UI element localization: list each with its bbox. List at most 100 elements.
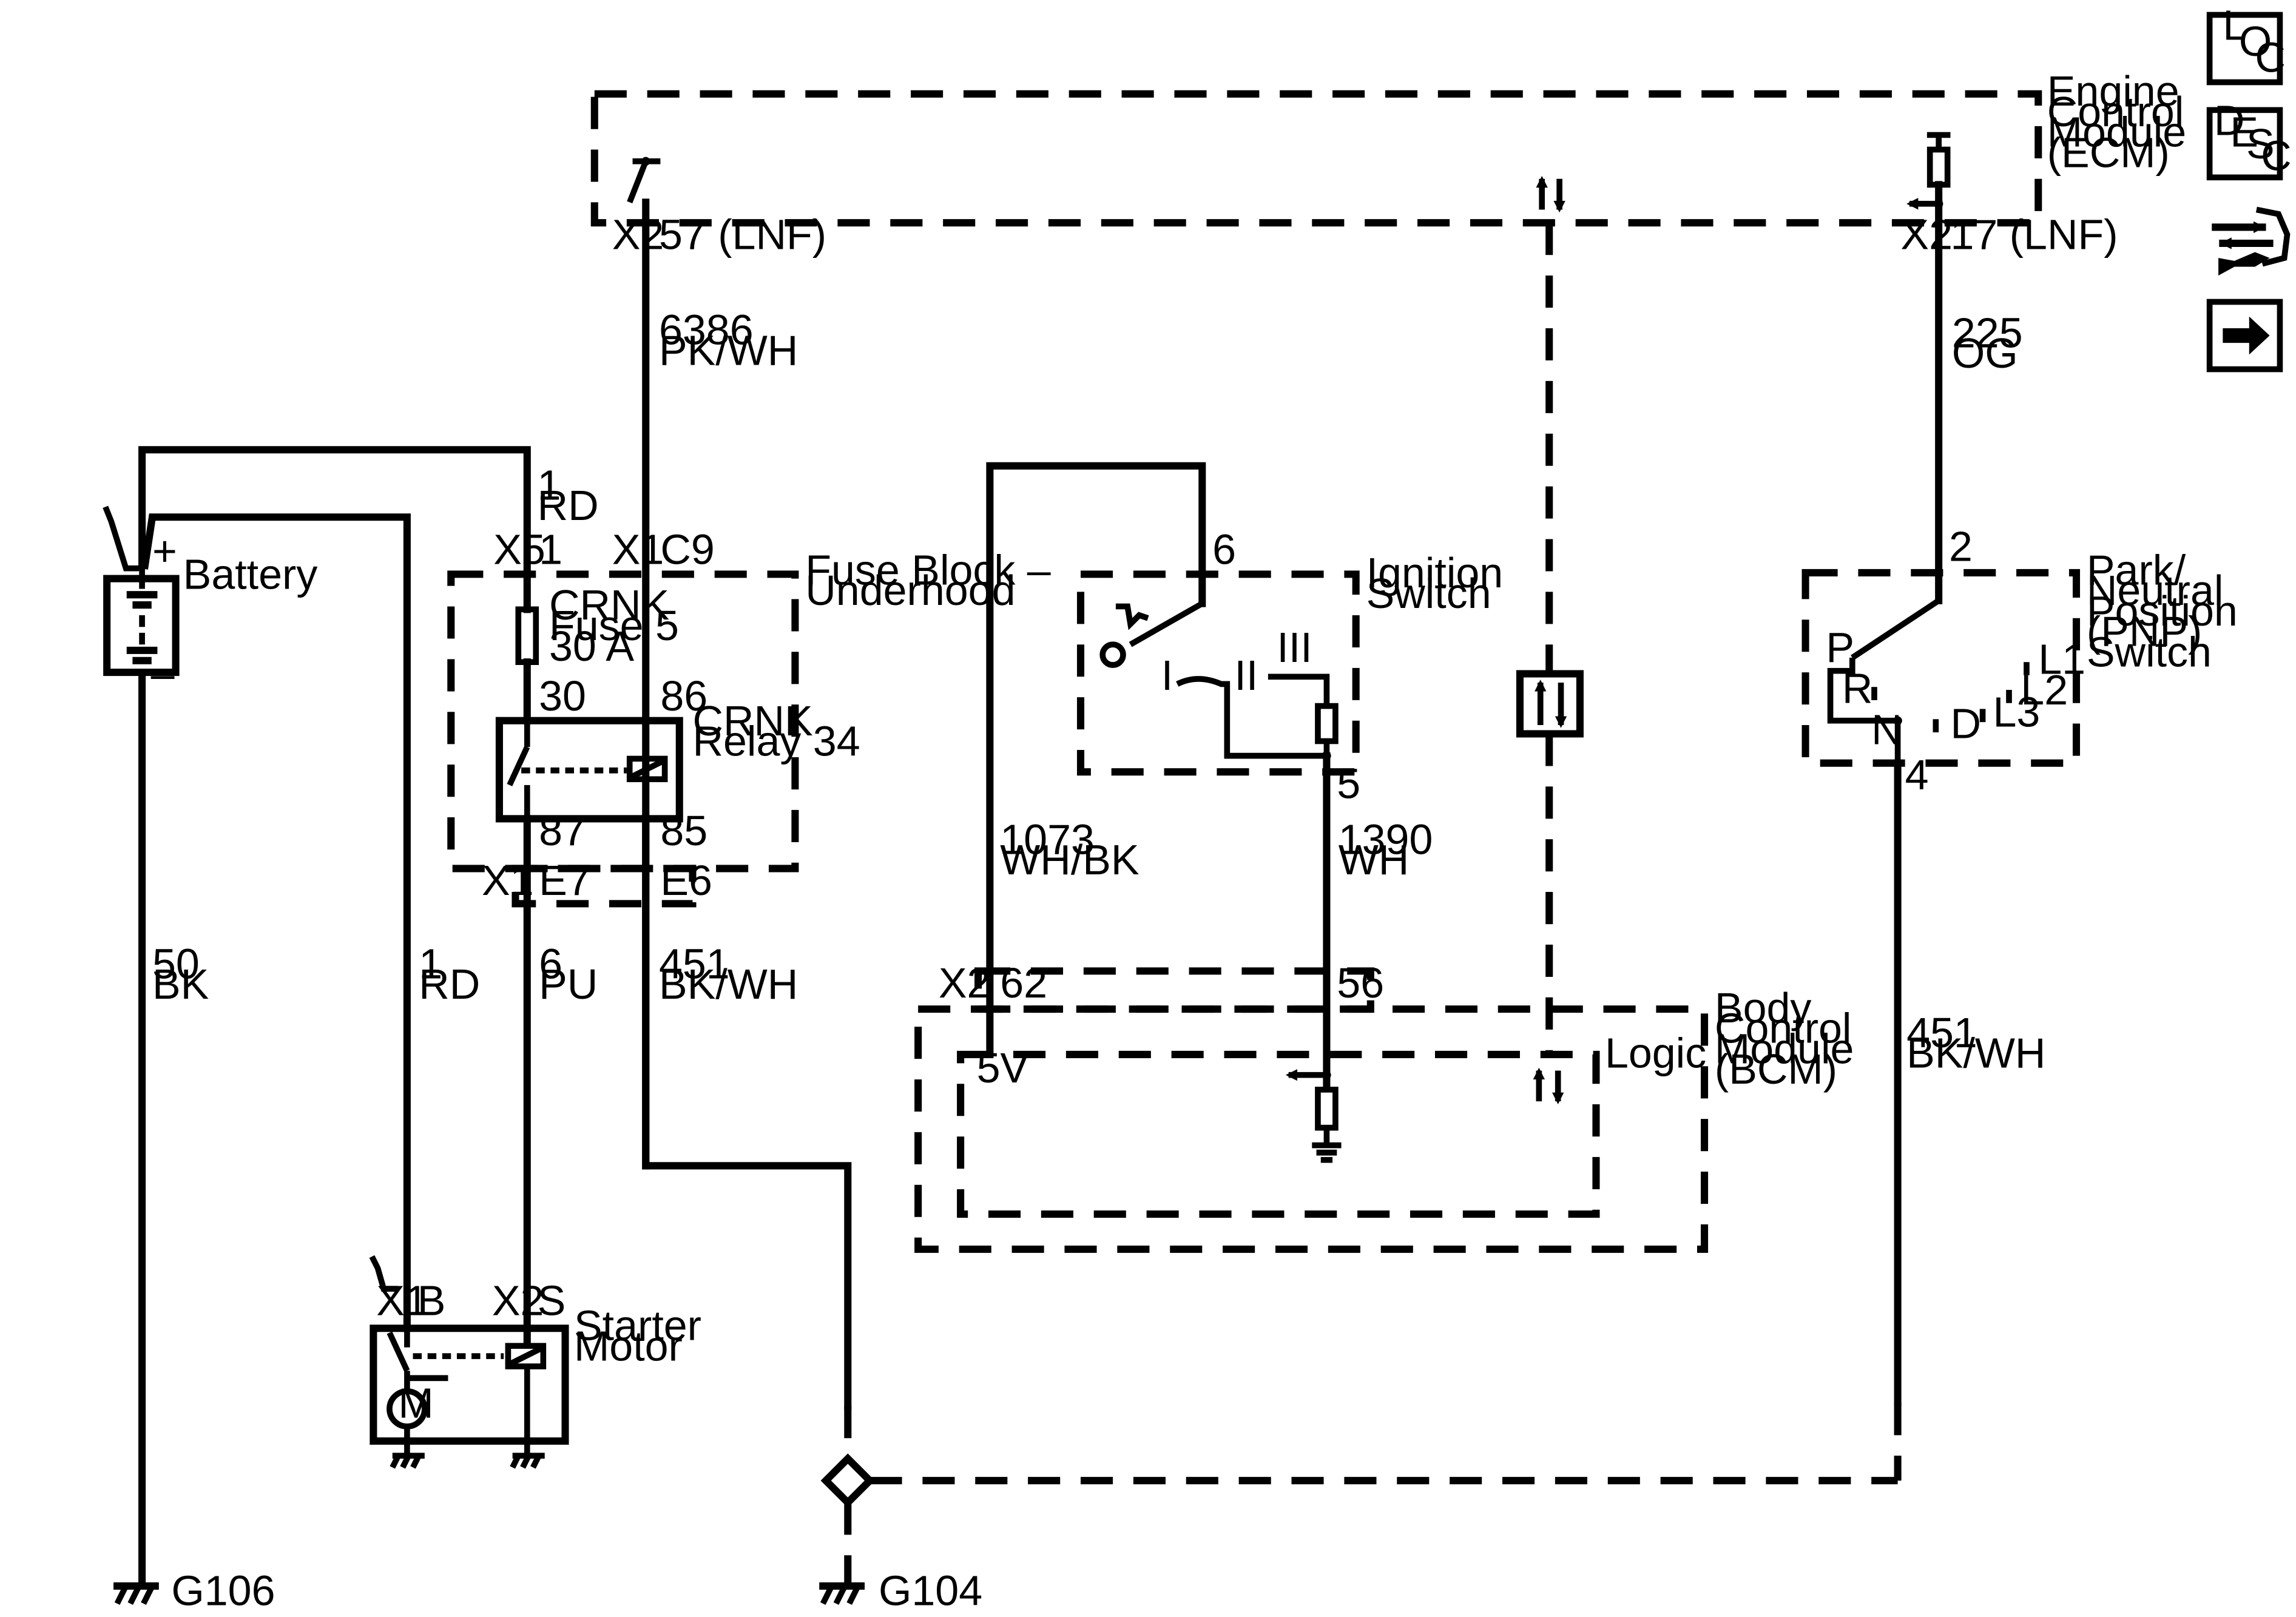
wire-6386-circuit: 6386 [659,306,754,353]
wire-50: 50 BK [138,669,209,1590]
pnp-pos-r: R [1842,665,1873,712]
pnp-label-line-1: Park/ [2087,546,2186,593]
fuse-block-label-line-1: Fuse Block – [805,546,1051,593]
desc-letter-e: E [2230,109,2258,156]
battery-minus: – [151,650,175,698]
ignition-pin-6: 6 [1212,525,1236,573]
next-page-arrow-button[interactable] [2206,299,2283,373]
bcm-internal-ground-icon [1312,1142,1342,1163]
wire-451-right: 451 BK/WH [1894,759,2045,1481]
wire-1-left-circuit: 1 [419,940,442,987]
starter-conn-x2: X2 [492,1277,544,1324]
relay-pin-85: 85 [660,807,707,854]
starter-ground-left-icon [390,1453,425,1469]
pnp-label-line-4: (PNP) [2087,608,2202,655]
relay-label-line-2: Relay 34 [692,718,860,765]
wire-1390-color: WH [1339,836,1410,883]
wire-6-color: PU [539,960,598,1008]
wire-225-circuit: 225 [1952,309,2023,356]
fuse-block-underhood: Fuse Block – Underhood X5 1 X1 C9 CRNK F… [447,525,1051,908]
fuse-label-line-2: Fuse 5 [549,602,679,649]
starter-ground-right-icon [510,1453,545,1469]
wire-1073-circuit: 1073 [1000,815,1095,863]
fuse-block-label-line-2: Underhood [805,567,1015,614]
ecm-left-conn: X2 [612,211,664,258]
serial-data-line [1516,223,1584,1055]
ignition-pos-1: I [1161,652,1173,699]
relay-pin-30: 30 [539,672,586,720]
ecm-label-line-2: Control [2047,88,2184,135]
loc-letter-o: O [2239,18,2272,65]
ignition-pos-3: III [1277,624,1312,671]
starter-pin-s: S [538,1277,566,1324]
desc-letter-c: C [2261,132,2292,179]
bcm-pin-62: 62 [1000,959,1047,1007]
wire-451-left-color: BK/WH [659,960,798,1008]
starter-motor: X1 B X2 S Starter Motor M [369,1255,701,1469]
desc-letter-s: S [2246,120,2275,167]
ground-g104: G104 [819,1502,982,1614]
pnp-pos-d: D [1950,700,1981,748]
ignition-pos-2: II [1234,652,1258,699]
battery: + – Battery [103,527,318,698]
wire-1390-circuit: 1390 [1339,815,1433,863]
ecm-right-pin: 17 (LNF) [1950,211,2118,258]
bcm-label-line-4: (BCM) [1715,1045,1837,1093]
wire-1073: 1073 WH/BK [986,462,1206,1058]
connector-repair-icon[interactable] [2212,206,2291,276]
wire-1-top-circuit: 1 [538,461,561,508]
body-control-module: X2 62 56 Body Control Module (BCM) Logic… [914,959,1854,1253]
engine-control-module: Engine Control Module (ECM) [590,67,2186,227]
pnp-label-line-3: Position [2087,587,2238,635]
ignition-label-line-2: Switch [1366,570,1491,617]
wire-1-left-color: RD [419,960,480,1008]
bcm-pin-56: 56 [1337,959,1384,1007]
ecm-left-pin: 57 (LNF) [659,211,826,258]
bcm-serial-data-arrows-icon [1533,1067,1564,1104]
wire-225: 225 OG [1935,200,2023,604]
fuse-block-pin-1: 1 [539,525,562,573]
bcm-5v-label: 5V [977,1044,1029,1092]
relay-label-line-1: CRNK [692,697,812,744]
wire-50-circuit: 50 [152,940,200,987]
ground-g106-label: G106 [171,1567,275,1614]
ground-g104-label: G104 [879,1567,982,1614]
crnk-fuse-5: CRNK Fuse 5 30 A [515,581,679,724]
fuse-block-conn-x1: X1 [612,525,664,573]
fuse-block-pin-e7: E7 [539,857,591,904]
bcm-logic-label: Logic [1605,1030,1706,1077]
wire-451-left-circuit: 451 [659,940,730,987]
relay-pin-86: 86 [660,672,707,720]
nav-icons[interactable]: L O C D E S C [2206,2,2292,373]
wire-1073-color: WH/BK [1000,836,1139,883]
wire-1-battery-feed: 1 RD [138,446,599,613]
starter-label-line-1: Starter [574,1302,701,1349]
location-view-button[interactable]: L O C [2206,2,2286,86]
battery-label: Battery [183,551,318,598]
ground-g106: G106 [113,1567,275,1614]
relay-pin-87: 87 [539,807,586,854]
wire-1-top-color: RD [538,482,599,529]
loc-letter-l: L [2223,2,2246,49]
ignition-switch: Ignition Switch 6 5 I II III [1076,525,1504,808]
ecm-crank-output-switch [627,157,661,204]
battery-plus: + [152,527,177,575]
fuse-block-conn-x5: X5 [493,525,545,573]
loc-letter-c: C [2255,34,2286,81]
bcm-conn-x2: X2 [939,959,991,1007]
description-view-button[interactable]: D E S C [2206,96,2292,181]
fuse-block-pin-e6: E6 [660,857,712,904]
desc-letter-d: D [2214,96,2245,144]
wire-225-color: OG [1952,329,2018,377]
serial-data-box-icon [1516,670,1584,738]
ecm-serial-data-arrows-icon [1536,175,1565,213]
ignition-label-line-1: Ignition [1366,549,1504,596]
wire-6-circuit: 6 [539,940,562,987]
pnp-pos-l1: L1 [2038,635,2085,683]
fuse-label-line-1: CRNK [549,581,669,629]
ignition-pin-5: 5 [1337,760,1360,808]
ecm-right-conn: X2 [1900,211,1953,258]
wire-6386-color: PK/WH [659,326,798,374]
pnp-pos-l3: L3 [1993,688,2040,735]
splice-pack-icon [820,1453,1898,1508]
